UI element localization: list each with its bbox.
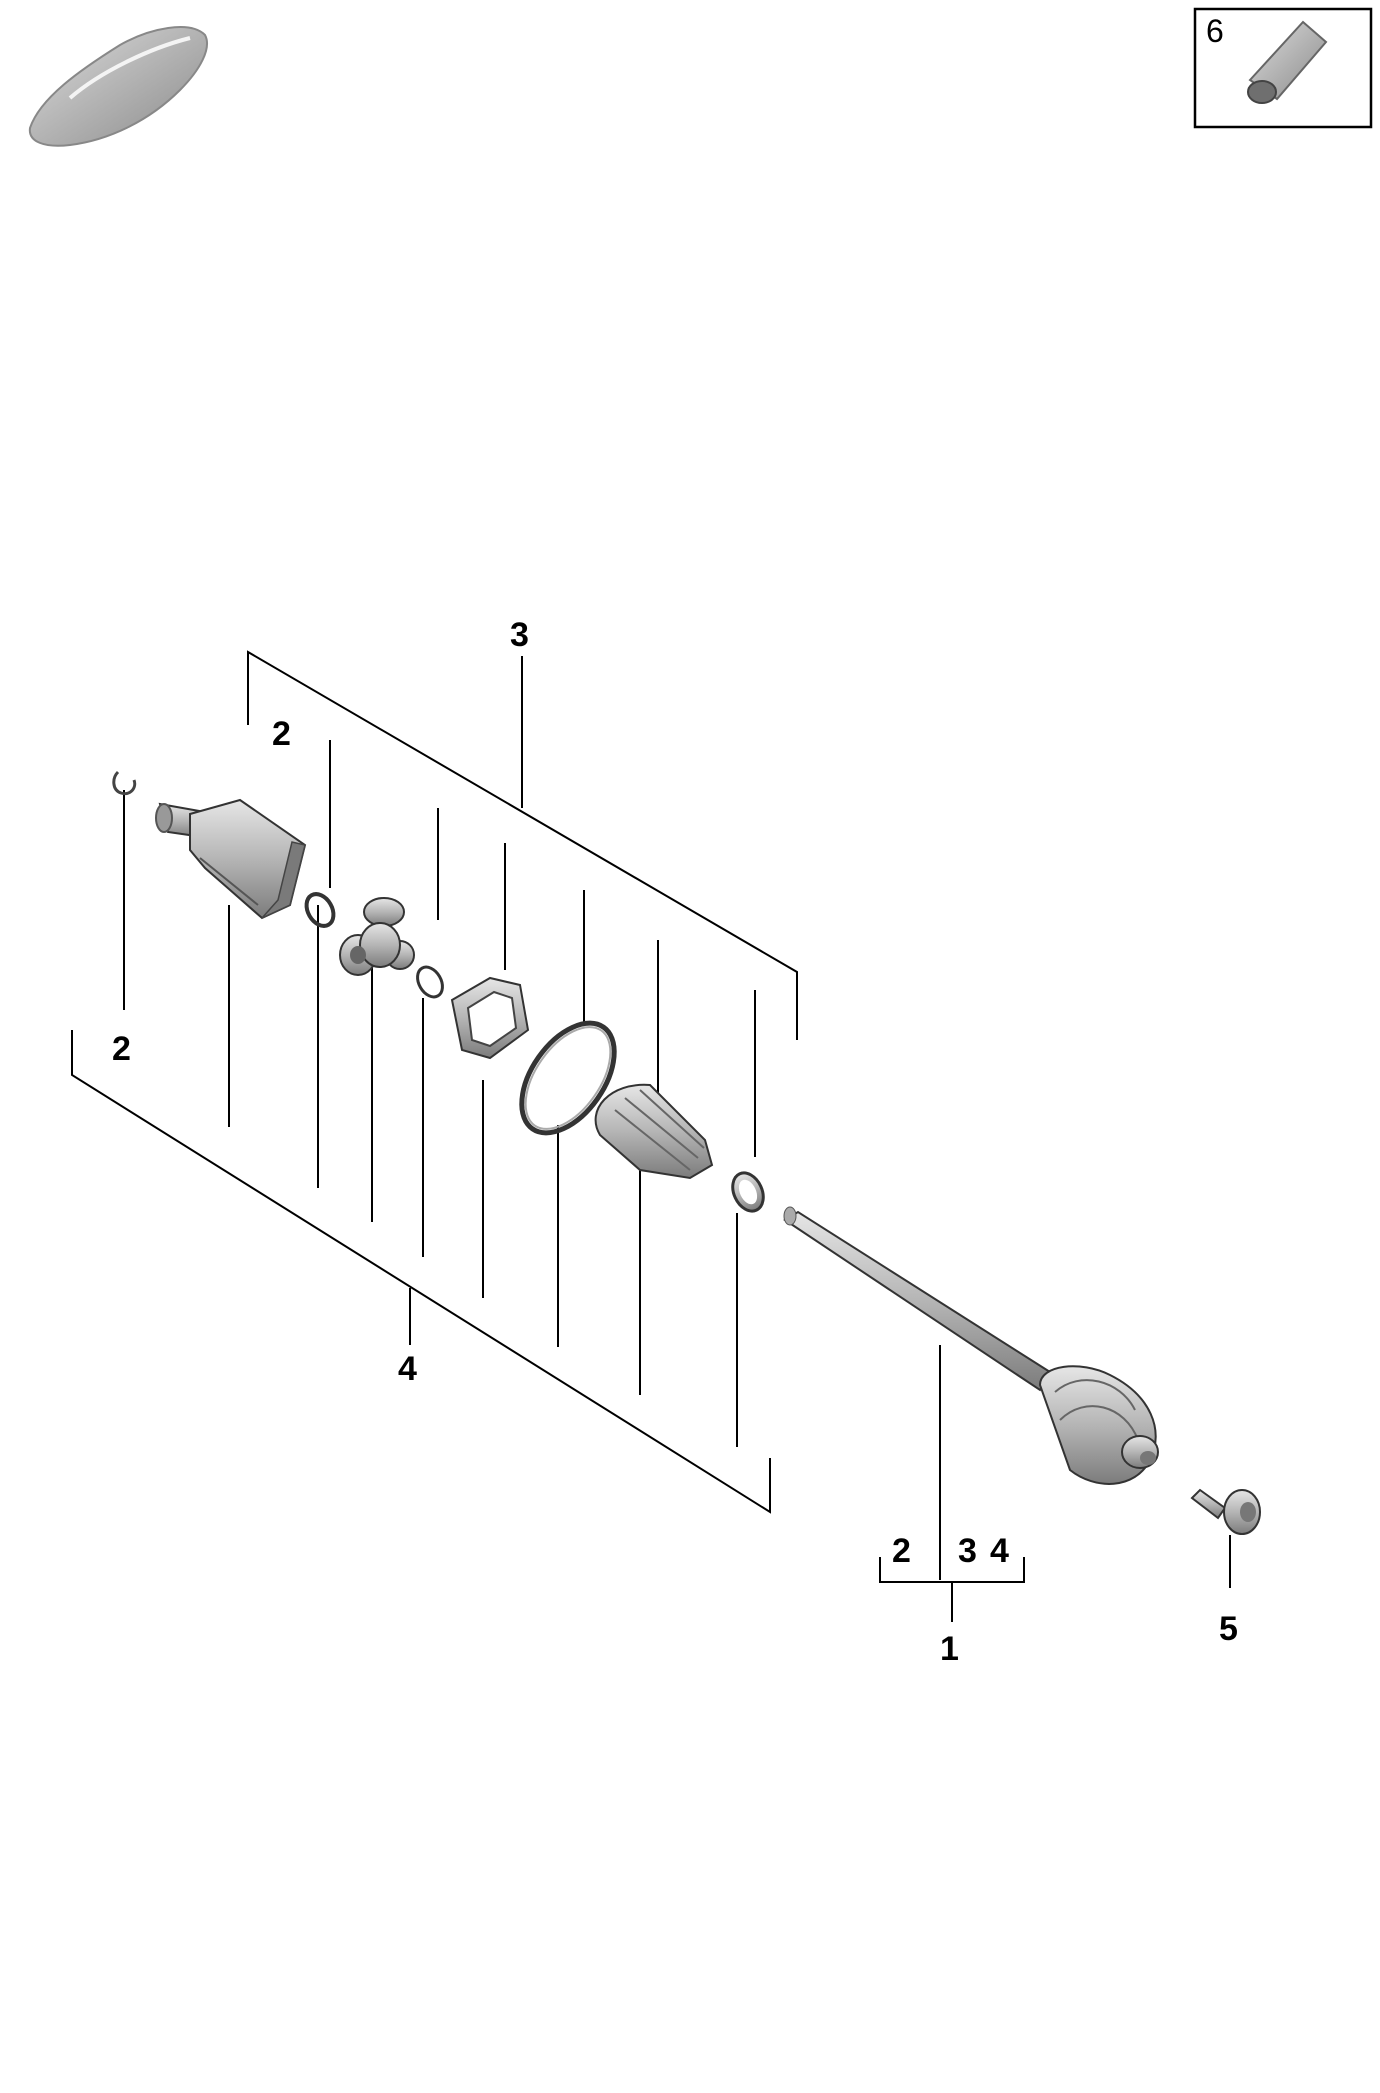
bracket-inner-joint-kit (71, 1030, 771, 1514)
small-ring-part (731, 1171, 765, 1213)
circlip-part (416, 965, 444, 999)
bracket-drive-shaft (879, 1557, 1025, 1622)
callout-drive-shaft: 1 (940, 1630, 959, 1668)
leader-lines (123, 740, 1231, 1588)
rubber-boot-part (594, 1083, 714, 1180)
grease-tube-icon (1247, 20, 1328, 104)
retaining-ring-part (304, 892, 336, 928)
car-silhouette-icon (28, 26, 208, 147)
drive-shaft-part (783, 1206, 1159, 1485)
clamp-ring-part (519, 1020, 617, 1136)
legend-box: 6 (1193, 7, 1373, 129)
bolt-part (1190, 1488, 1261, 1535)
joint-housing-part (155, 798, 307, 920)
callout-drive-shaft-sub-4: 4 (990, 1532, 1009, 1570)
circlip-part (112, 770, 137, 796)
boot-clamp-part (450, 976, 530, 1060)
legend-number: 6 (1206, 13, 1224, 49)
callout-circlip-left: 2 (112, 1030, 131, 1068)
callout-assembly: 3 (510, 616, 529, 654)
tripod-joint-part (339, 897, 415, 976)
callout-circlip-top: 2 (272, 715, 291, 753)
callout-drive-shaft-sub-3: 3 (958, 1532, 977, 1570)
bracket-assembly (247, 650, 798, 1040)
callout-inner-joint-kit: 4 (398, 1350, 417, 1388)
callout-bolt: 5 (1219, 1610, 1238, 1648)
callout-drive-shaft-sub-2: 2 (892, 1532, 911, 1570)
